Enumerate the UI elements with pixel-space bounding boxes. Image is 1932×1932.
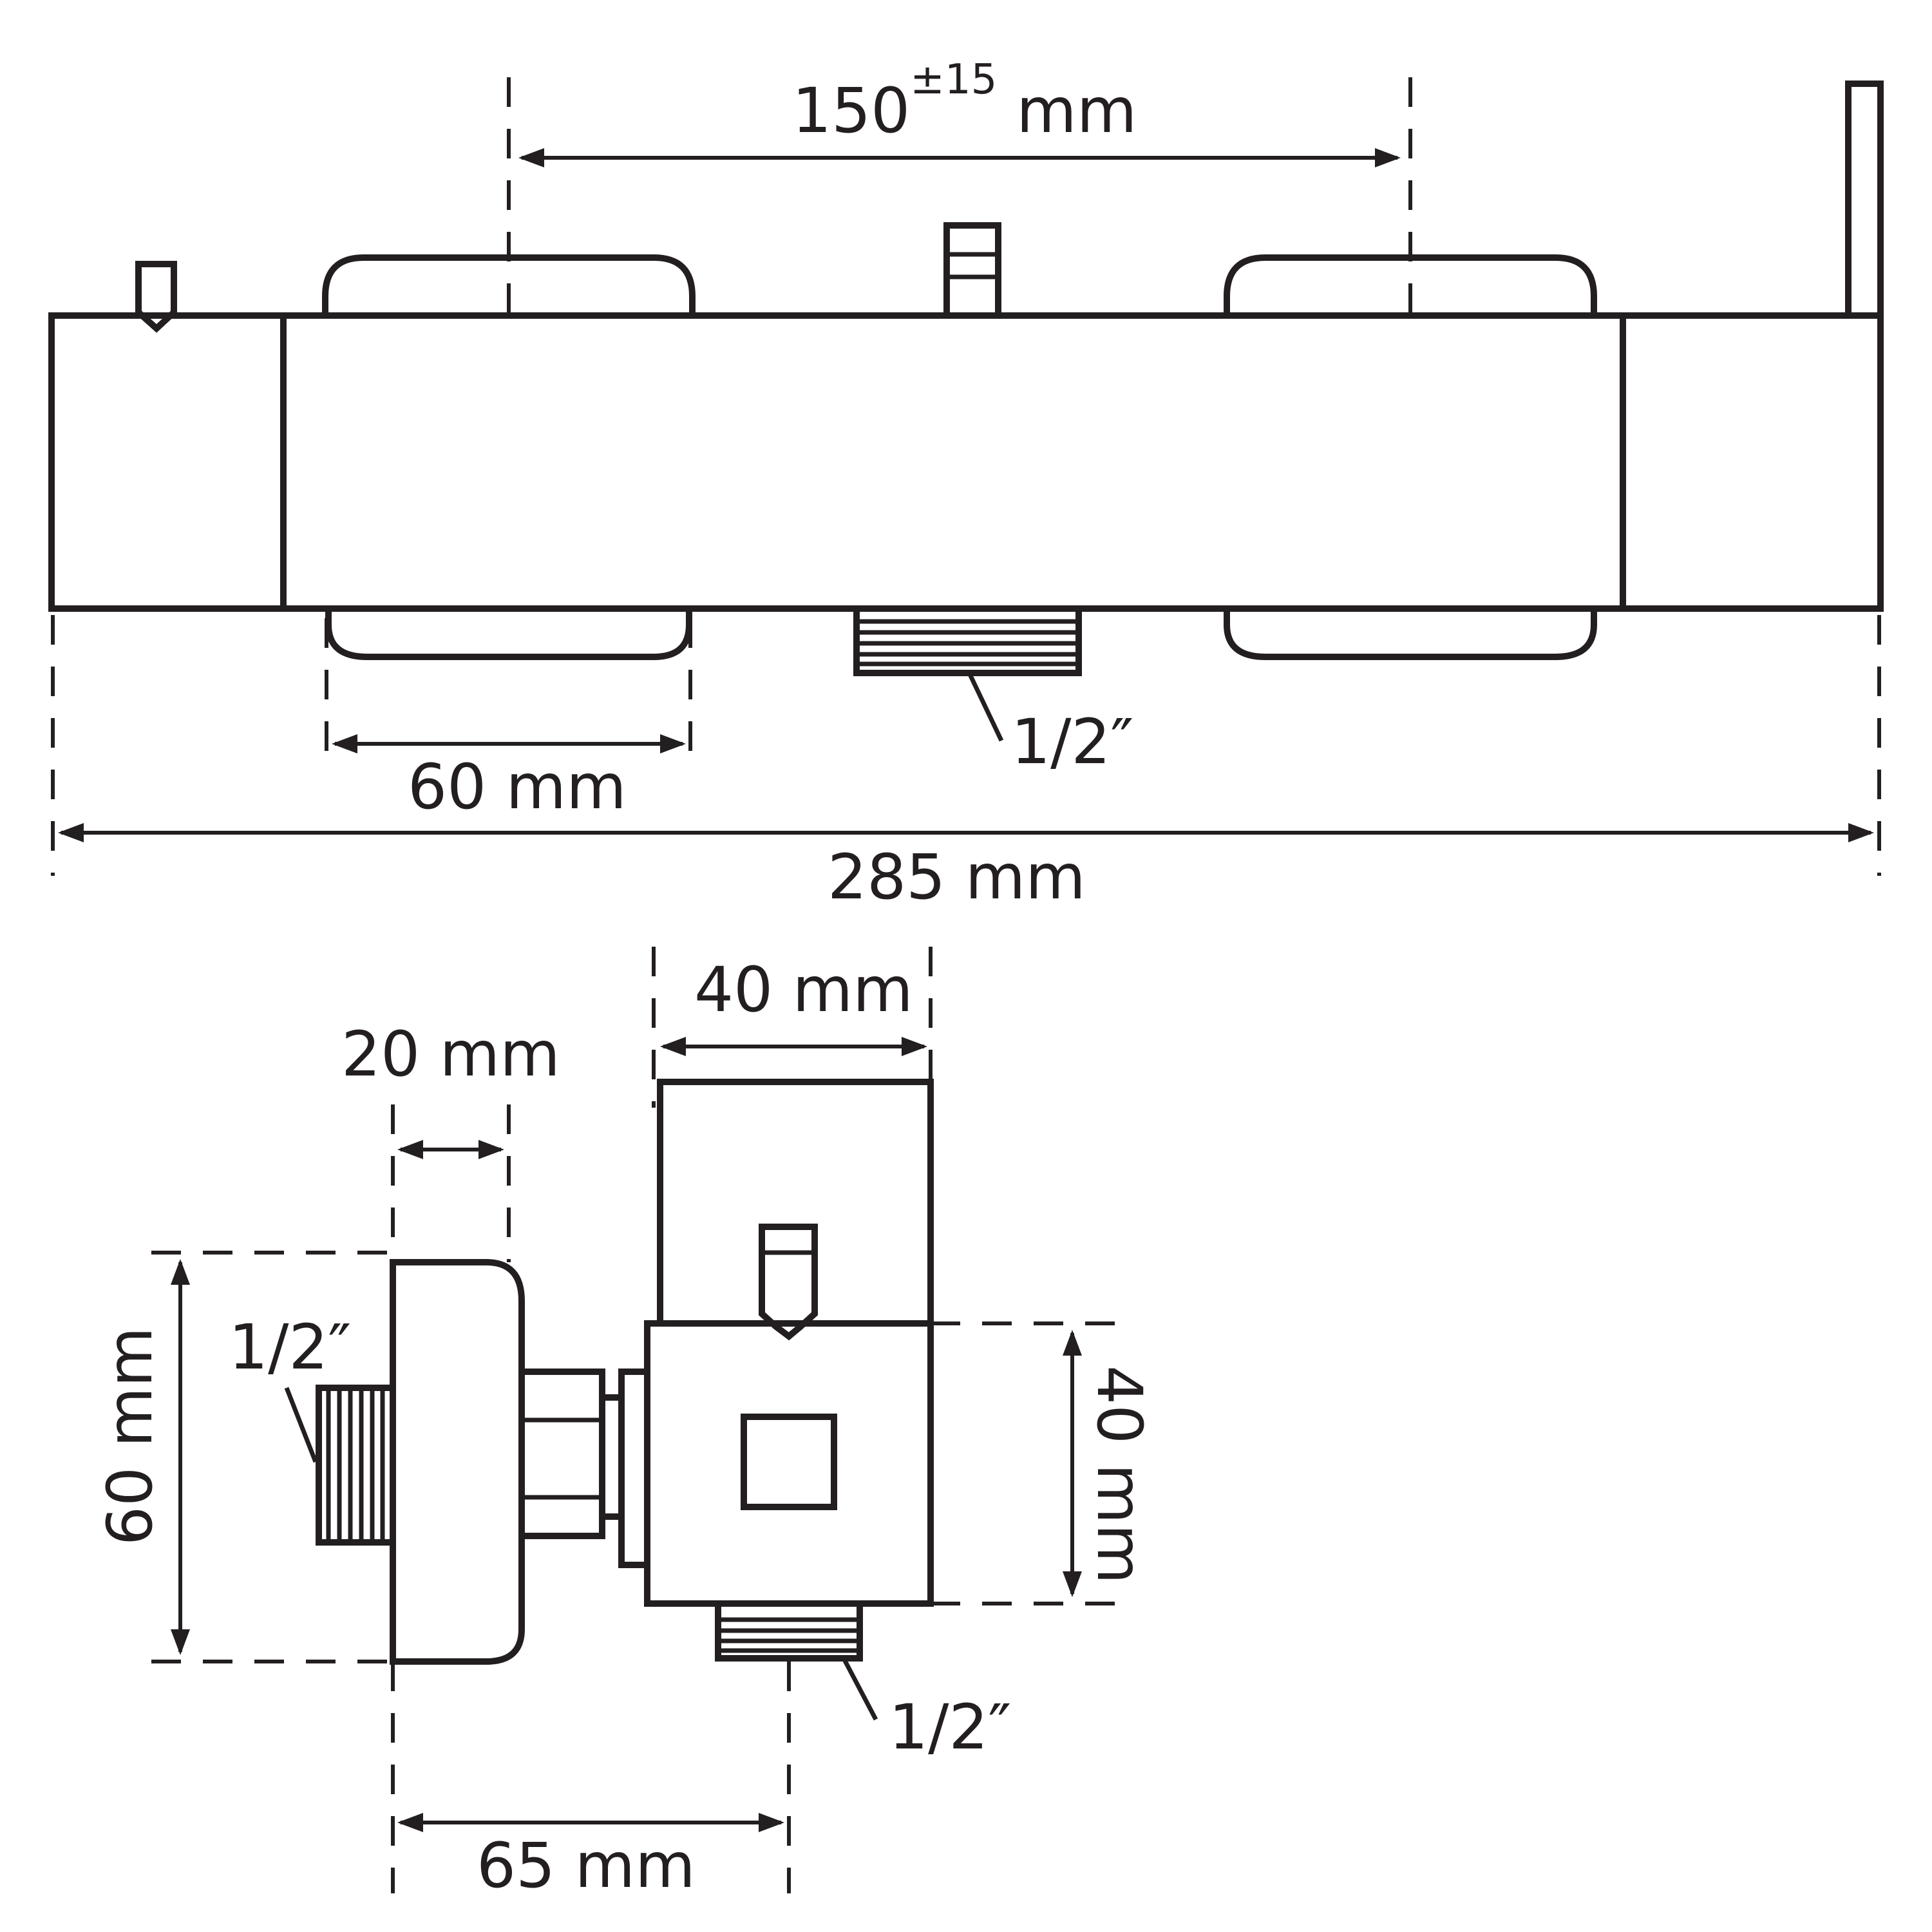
arrow-left-icon xyxy=(332,734,357,753)
arrow-right-icon xyxy=(1848,823,1874,842)
body-right-end xyxy=(1620,312,1884,612)
lower-body xyxy=(644,1320,934,1607)
arrow-down-icon xyxy=(171,1629,190,1655)
body-center xyxy=(280,312,1626,612)
wall-bracket xyxy=(1845,80,1884,316)
dim-label-285: 285 mm xyxy=(828,841,1086,913)
thread-leader xyxy=(967,672,1004,742)
thread-lines xyxy=(718,1617,860,1653)
dim-label-20: 20 mm xyxy=(341,1018,560,1090)
bottom-thread-outlet xyxy=(853,605,1082,676)
connector-nut xyxy=(518,1368,605,1539)
top-outlet xyxy=(943,222,1001,319)
dim-label-40-vertical: 40 mm xyxy=(1083,1365,1155,1584)
thread-label-left: 1/2″ xyxy=(229,1311,351,1383)
thread-lines xyxy=(857,619,1079,667)
arrow-left-icon xyxy=(58,823,84,842)
handle-profile xyxy=(390,1259,525,1665)
arrow-right-icon xyxy=(660,734,686,753)
handle-bottom-right xyxy=(1224,609,1597,660)
side-view: 1/2″ 1/2″ 40 mm 20 mm 60 mm 40 mm xyxy=(94,947,1155,1902)
thread-leader xyxy=(841,1657,878,1721)
arrow-right-icon xyxy=(902,1037,927,1056)
arrow-right-icon xyxy=(759,1813,784,1832)
upper-body xyxy=(657,1079,934,1327)
arrow-up-icon xyxy=(171,1259,190,1285)
arrow-right-icon xyxy=(478,1140,504,1159)
arrow-down-icon xyxy=(1063,1571,1082,1597)
arrow-up-icon xyxy=(1063,1330,1082,1356)
arrow-left-icon xyxy=(397,1813,423,1832)
arrow-right-icon xyxy=(1375,148,1401,167)
pin-left xyxy=(135,261,177,333)
dim-label-60: 60 mm xyxy=(408,751,627,823)
body-left-end xyxy=(48,312,287,612)
dim-label-40-top: 40 mm xyxy=(694,954,913,1026)
thread-label-bottom: 1/2″ xyxy=(889,1691,1011,1763)
dim-label-60-vertical: 60 mm xyxy=(94,1327,166,1546)
thread-lines xyxy=(326,1391,385,1540)
thread-leader xyxy=(284,1387,318,1463)
arrow-left-icon xyxy=(397,1140,423,1159)
dim-label-65: 65 mm xyxy=(477,1830,696,1902)
arrow-left-icon xyxy=(660,1037,686,1056)
valve-stem xyxy=(759,1224,818,1341)
square-knob xyxy=(741,1414,837,1510)
connector-flange xyxy=(618,1368,650,1568)
thread-label-top: 1/2″ xyxy=(1011,706,1133,778)
left-thread-stub xyxy=(316,1385,396,1546)
handle-bottom-left xyxy=(325,609,692,660)
arrow-left-icon xyxy=(518,148,544,167)
